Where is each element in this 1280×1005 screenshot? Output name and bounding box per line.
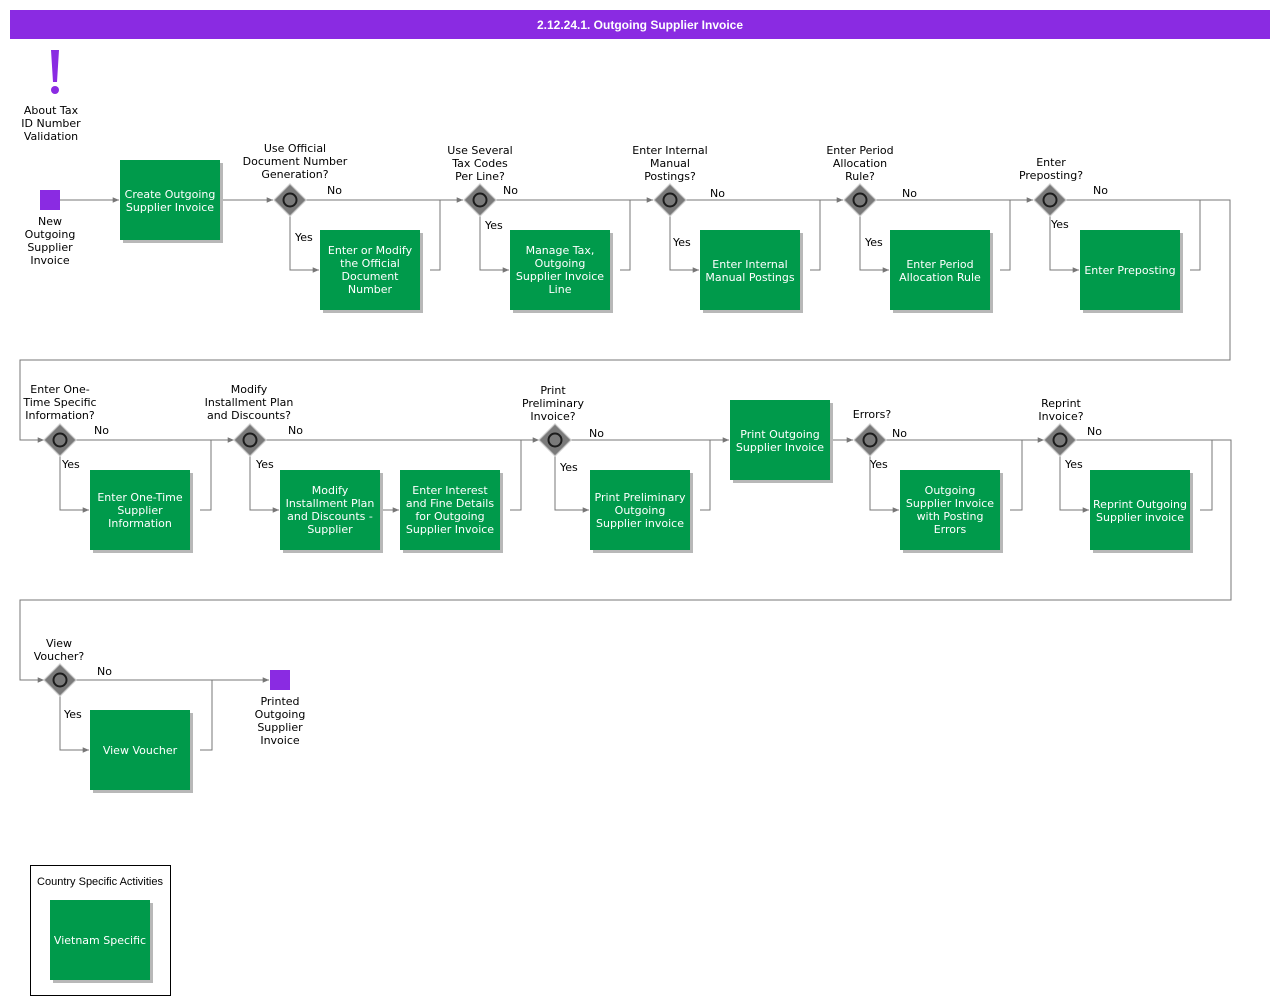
svg-text:No: No [327, 184, 342, 197]
svg-text:Yes: Yes [484, 219, 503, 232]
end-event[interactable] [270, 670, 290, 690]
svg-text:Yes: Yes [1064, 458, 1083, 471]
gateway-label: Errors? [853, 408, 892, 421]
start-event[interactable] [40, 190, 60, 210]
svg-text:Yes: Yes [63, 708, 82, 721]
svg-text:Yes: Yes [294, 231, 313, 244]
svg-text:Yes: Yes [864, 236, 883, 249]
gateway-print-preliminary[interactable] [538, 423, 572, 457]
gateway-one-time-information[interactable] [43, 423, 77, 457]
gateway-official-document-number[interactable] [273, 183, 307, 217]
svg-text:Yes: Yes [559, 461, 578, 474]
svg-text:Vietnam Specific: Vietnam Specific [54, 934, 146, 947]
gateway-reprint-invoice[interactable] [1043, 423, 1077, 457]
task-enter-preposting[interactable]: Enter Preposting [1080, 230, 1183, 313]
svg-text:No: No [503, 184, 518, 197]
svg-text:Yes: Yes [869, 458, 888, 471]
header-bar [10, 10, 1270, 39]
svg-text:No: No [97, 665, 112, 678]
gateway-view-voucher[interactable] [43, 663, 77, 697]
svg-text:Enter Preposting: Enter Preposting [1084, 264, 1175, 277]
connectors [19, 197, 1232, 753]
legend: Country Specific Activities Vietnam Spec… [30, 865, 171, 996]
gateway-period-allocation-rule[interactable] [843, 183, 877, 217]
gateway-installment-plan[interactable] [233, 423, 267, 457]
page-title: 2.12.24.1. Outgoing Supplier Invoice [537, 18, 743, 32]
gateway-preposting[interactable] [1033, 183, 1067, 217]
svg-text:No: No [288, 424, 303, 437]
task-view-voucher[interactable]: View Voucher [90, 710, 193, 793]
svg-text:No: No [94, 424, 109, 437]
svg-text:No: No [1087, 425, 1102, 438]
svg-text:No: No [892, 427, 907, 440]
gateway-errors[interactable] [853, 423, 887, 457]
svg-text:No: No [710, 187, 725, 200]
svg-text:No: No [589, 427, 604, 440]
svg-text:No: No [902, 187, 917, 200]
svg-text:Yes: Yes [1050, 218, 1069, 231]
svg-text:View Voucher: View Voucher [103, 744, 178, 757]
gateway-several-tax-codes[interactable] [463, 183, 497, 217]
branch-labels: No Yes No Yes No Yes No Yes No Yes No Ye… [61, 184, 1108, 721]
exclamation-icon[interactable] [51, 50, 59, 94]
legend-item-vietnam-specific[interactable]: Vietnam Specific [50, 900, 153, 983]
svg-text:No: No [1093, 184, 1108, 197]
svg-text:Yes: Yes [672, 236, 691, 249]
legend-title: Country Specific Activities [37, 876, 163, 888]
gateway-internal-manual-postings[interactable] [653, 183, 687, 217]
svg-text:Yes: Yes [61, 458, 80, 471]
svg-text:Yes: Yes [255, 458, 274, 471]
